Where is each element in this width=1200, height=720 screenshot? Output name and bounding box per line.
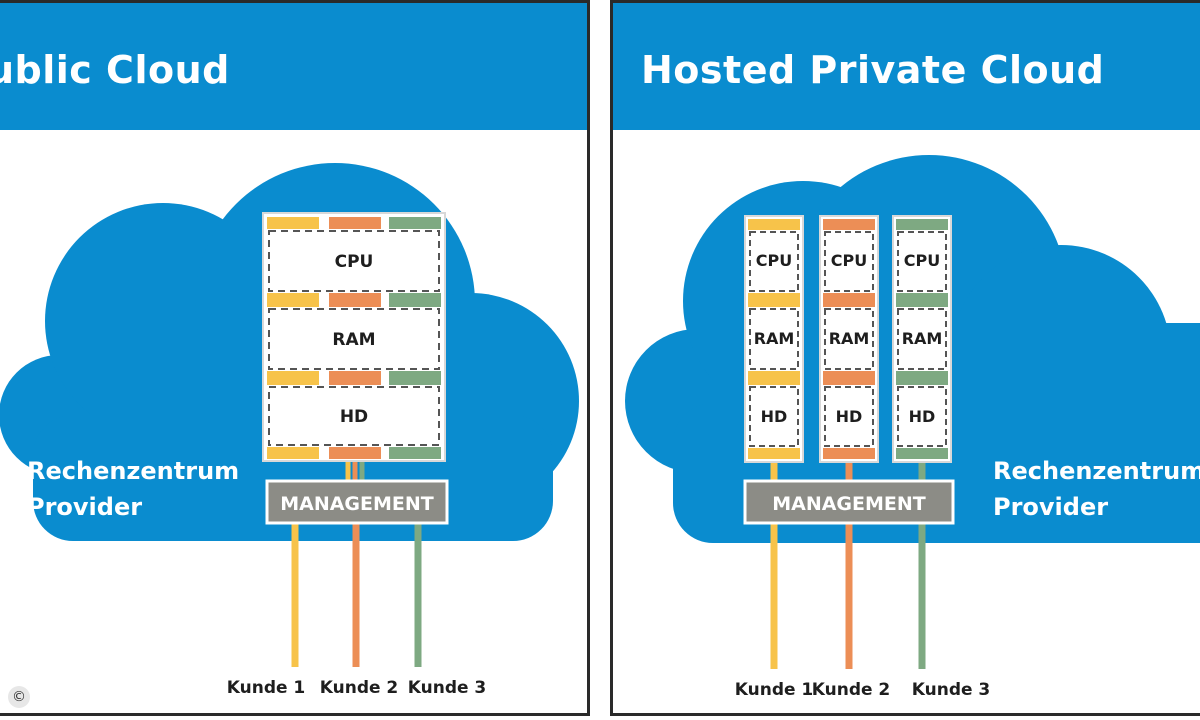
management-label: MANAGEMENT (280, 493, 434, 515)
provider-line-2: Provider (27, 493, 143, 521)
provider-label: Rechenzentrum Provider (27, 453, 239, 525)
cpu-label: CPU (756, 251, 792, 270)
hd-label: HD (340, 407, 368, 427)
provider-line-1: Rechenzentrum (27, 457, 240, 485)
hd-label: HD (836, 407, 863, 426)
customer-2-label: Kunde 2 (320, 678, 399, 698)
cpu-label: CPU (335, 252, 374, 272)
cpu-block (268, 230, 440, 292)
customer-1-label: Kunde 1 (227, 678, 306, 698)
provider-label: Rechenzentrum Provider (993, 453, 1200, 525)
panel-header (0, 3, 587, 130)
management-box (743, 479, 955, 525)
provider-line-1: Rechenzentrum (993, 457, 1200, 485)
ram-label: RAM (902, 329, 943, 348)
private-cloud-diagram: CPU RAM HD CPU RAM HD (625, 155, 1200, 700)
dedicated-server-2: CPU RAM HD (819, 215, 879, 463)
hd-label: HD (909, 407, 936, 426)
customer-2-label: Kunde 2 (812, 680, 891, 700)
panel-header (613, 3, 1200, 130)
customer-3-label: Kunde 3 (408, 678, 487, 698)
provider-line-2: Provider (993, 493, 1109, 521)
panel-title: Hosted Private Cloud (641, 48, 1105, 92)
hd-block (268, 386, 440, 446)
management-box (265, 479, 449, 525)
customer-3-label: Kunde 3 (912, 680, 991, 700)
customer-1-label: Kunde 1 (735, 680, 814, 700)
copyright-icon: © (8, 686, 30, 708)
cpu-label: CPU (831, 251, 867, 270)
ram-block (268, 308, 440, 370)
shared-server: CPU RAM HD (262, 212, 446, 462)
public-cloud-panel: ublic Cloud (0, 0, 590, 716)
hd-label: HD (761, 407, 788, 426)
management-label: MANAGEMENT (772, 493, 926, 515)
dedicated-server-3: CPU RAM HD (892, 215, 952, 463)
ram-label: RAM (829, 329, 870, 348)
hosted-private-cloud-panel: Hosted Private Cloud CPU RAM (610, 0, 1200, 716)
dedicated-server-1: CPU RAM HD (744, 215, 804, 463)
ram-label: RAM (754, 329, 795, 348)
public-cloud-diagram: CPU RAM HD MANAGEMENT Kunde 1 Kunde 2 Ku… (0, 163, 579, 698)
ram-label: RAM (332, 330, 375, 350)
cpu-label: CPU (904, 251, 940, 270)
panel-title: ublic Cloud (0, 48, 230, 92)
